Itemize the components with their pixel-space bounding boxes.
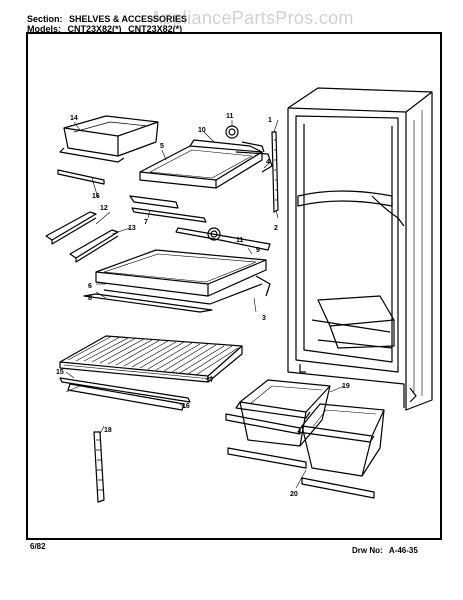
- callout-21: 20: [290, 491, 298, 498]
- drawing-number-block: Drw No: A-46-35: [352, 546, 418, 555]
- shelf-support-rail: [271, 131, 279, 213]
- callout-15: 15: [56, 369, 64, 376]
- wire-shelf-trim: [67, 383, 185, 411]
- callout-7: 7: [144, 219, 148, 226]
- callout-6: 6: [88, 283, 92, 290]
- wire-shelf-front-rail: [59, 377, 191, 403]
- callout-20: 19: [342, 383, 350, 390]
- diagram-frame: [26, 32, 442, 540]
- callout-14: 14: [70, 115, 78, 122]
- wire-shelf: [59, 335, 243, 383]
- shelf-clip-lower: [207, 227, 221, 241]
- drawing-date: 6/82: [30, 542, 46, 551]
- lower-shelf-assembly: [83, 227, 271, 313]
- callout-9: 9: [256, 247, 260, 254]
- callout-numbers: 1 2 3 4 5 6 7 8 9 10 11 11 12 13 14 15 1…: [56, 113, 350, 498]
- callout-5: 5: [160, 143, 164, 150]
- callout-3: 3: [262, 315, 266, 322]
- callout-18: 18: [104, 427, 112, 434]
- section-value: SHELVES & ACCESSORIES: [69, 14, 188, 24]
- shelf-clip-upper: [225, 125, 239, 139]
- section-label: Section:: [27, 14, 63, 24]
- deli-pan: [59, 115, 159, 163]
- section-heading: Section: SHELVES & ACCESSORIES: [27, 14, 187, 24]
- callout-11-upper: 11: [226, 113, 234, 120]
- callout-1: 1: [268, 117, 272, 124]
- callout-11-lower: 11: [236, 237, 244, 244]
- drawer-slide-upper: [225, 413, 301, 435]
- drawing-number-value: A-46-35: [388, 546, 418, 555]
- crisper-drawer-right: [297, 403, 385, 477]
- model-number-2: CNT23X82(*): [128, 24, 183, 34]
- models-label: Models:: [27, 24, 62, 34]
- models-heading: Models: CNT23X82(*) CNT23X82(*): [27, 24, 182, 34]
- crisper-drawer-left: [235, 379, 331, 447]
- drawer-slide-left: [227, 447, 307, 469]
- shelf-brackets: [45, 211, 119, 263]
- drawer-slide-right: [301, 477, 375, 499]
- callout-16-upper: 16: [92, 193, 100, 200]
- callout-13: 13: [128, 225, 136, 232]
- support-post: [93, 431, 105, 503]
- drawing-number-label: Drw No:: [352, 546, 383, 555]
- callout-4: 4: [266, 159, 270, 166]
- callout-8: 8: [88, 295, 92, 302]
- pan-slide-rail: [57, 169, 105, 185]
- callout-16-lower: 16: [182, 403, 190, 410]
- callout-10: 10: [198, 127, 206, 134]
- callout-17: 17: [206, 377, 214, 384]
- upper-shelf-assembly: [129, 139, 273, 223]
- refrigerator-cabinet: [287, 87, 433, 411]
- watermark-text: AppliancePartsPros.com: [150, 8, 354, 28]
- callout-12: 12: [100, 205, 108, 212]
- model-number-1: CNT23X82(*): [67, 24, 122, 34]
- callout-2: 2: [274, 225, 278, 232]
